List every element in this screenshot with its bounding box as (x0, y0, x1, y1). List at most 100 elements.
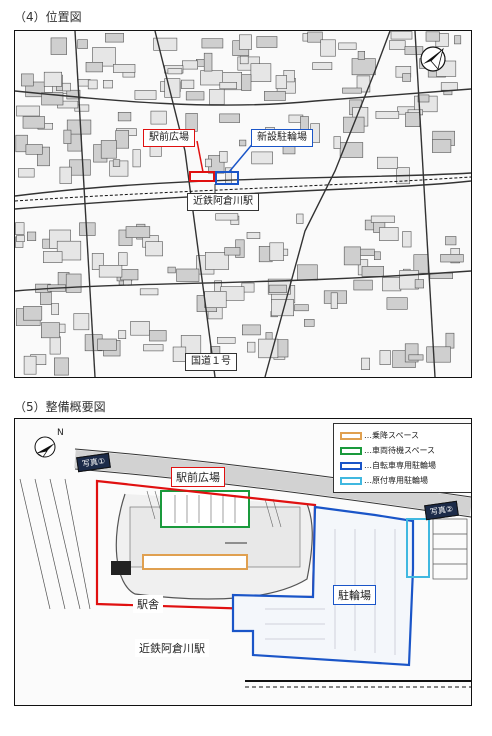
city-block (21, 73, 34, 87)
station-building-label: 駅舎 (133, 595, 163, 613)
city-block (143, 344, 164, 352)
city-block (139, 288, 159, 296)
city-block (118, 252, 128, 266)
station-label: 近鉄阿倉川駅 (187, 193, 259, 211)
city-block (145, 241, 163, 257)
city-block (414, 279, 425, 289)
city-block (117, 112, 132, 122)
city-block (445, 332, 455, 349)
city-block (23, 355, 37, 375)
city-block (389, 40, 406, 50)
city-block (205, 158, 212, 168)
city-block (373, 251, 381, 261)
north-arrow-icon (34, 436, 56, 458)
city-block (251, 151, 273, 165)
city-block (431, 139, 452, 153)
city-block (379, 227, 399, 241)
city-block (376, 156, 398, 169)
city-block (250, 63, 272, 82)
city-block (42, 251, 63, 263)
city-block (53, 357, 69, 376)
city-block (426, 346, 451, 363)
city-block (123, 279, 132, 286)
city-block (417, 94, 430, 103)
city-block (120, 269, 139, 281)
city-block (23, 306, 43, 321)
city-block (185, 91, 205, 101)
legend-label-moped: …原付専用駐輪場 (364, 476, 428, 485)
city-block (269, 242, 284, 262)
city-block (219, 81, 237, 90)
city-block (69, 159, 91, 176)
city-block (167, 266, 176, 274)
city-block (59, 166, 72, 184)
city-block (92, 47, 116, 67)
city-block (15, 222, 25, 235)
city-block (87, 79, 98, 90)
city-block (307, 31, 323, 43)
city-block (370, 215, 395, 223)
city-block (50, 37, 67, 55)
city-block (15, 134, 28, 153)
city-block (204, 291, 227, 308)
section-heading-overview: （5）整備概要図 (14, 400, 106, 414)
city-block (357, 50, 366, 60)
city-block (215, 213, 239, 221)
city-block (390, 31, 413, 40)
city-block (65, 273, 82, 293)
city-block (361, 357, 370, 371)
city-block (85, 61, 103, 73)
city-block (43, 71, 63, 87)
city-block (115, 130, 129, 149)
city-block (239, 34, 252, 50)
city-block (361, 266, 385, 277)
city-block (258, 338, 279, 359)
legend-label-waiting: …車両待機スペース (364, 446, 436, 455)
city-block (454, 35, 462, 45)
north-letter: N (57, 428, 64, 438)
city-block (343, 246, 361, 266)
city-block (297, 264, 318, 281)
city-block (342, 87, 362, 94)
city-block (330, 292, 338, 309)
section-heading-location: （4）位置図 (14, 10, 82, 24)
city-block (16, 105, 40, 117)
city-block (176, 268, 200, 282)
city-block (224, 247, 241, 256)
city-block (256, 36, 278, 48)
city-block (91, 253, 104, 270)
city-block (242, 324, 261, 336)
legend-swatch-bicycle (340, 461, 362, 470)
city-block (312, 62, 333, 70)
city-block (130, 321, 150, 336)
city-block (294, 304, 309, 312)
city-block (77, 39, 88, 49)
city-block (217, 336, 236, 344)
city-block (97, 338, 117, 351)
city-block (219, 113, 241, 123)
city-block (275, 75, 287, 89)
city-block (132, 149, 141, 168)
city-block (386, 297, 408, 310)
legend: …乗降スペース …車両待機スペース …自転車専用駐輪場 …原付専用駐輪場 (333, 423, 471, 493)
city-block (56, 240, 82, 261)
boarding-space (142, 554, 248, 570)
city-block (320, 39, 336, 57)
station-plaza-label: 駅前広場 (143, 129, 195, 147)
city-block (203, 52, 213, 72)
bike-parking-outline (231, 505, 415, 667)
location-map-drawing (15, 31, 471, 377)
city-block (247, 341, 256, 353)
bike-parking-label: 駐輪場 (333, 585, 376, 605)
city-block (271, 299, 294, 317)
city-block (40, 322, 60, 339)
city-block (338, 42, 357, 50)
city-block (405, 112, 420, 127)
city-block (239, 139, 247, 147)
legend-swatch-moped (340, 476, 362, 485)
city-block (16, 235, 25, 242)
station-plaza-marker (189, 171, 215, 182)
city-block (100, 140, 117, 159)
city-block (339, 142, 364, 158)
city-block (333, 136, 341, 149)
